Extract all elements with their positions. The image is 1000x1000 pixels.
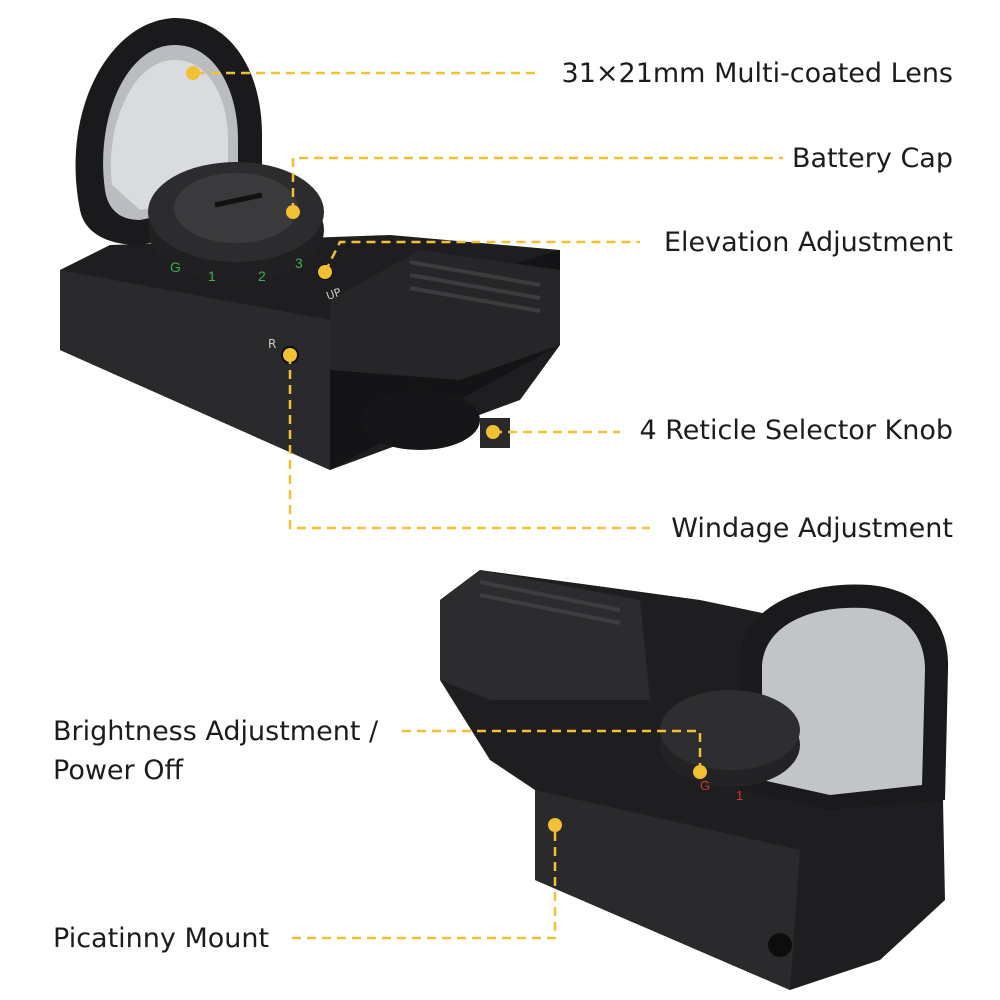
dial-mark: 2 [258,268,266,284]
upper-sight: G 1 2 3 R UP [60,18,560,470]
callout-elevation: Elevation Adjustment [663,227,953,258]
callout-lens: 31×21mm Multi-coated Lens [561,58,953,89]
callout-brightness: Brightness Adjustment / [53,716,379,747]
dial-mark: 3 [295,255,303,271]
callout-power-off: Power Off [53,755,184,786]
callout-picatinny: Picatinny Mount [53,923,270,954]
callout-windage: Windage Adjustment [671,513,953,544]
callout-reticle-selector: 4 Reticle Selector Knob [639,415,953,446]
callout-lines [196,71,783,940]
callout-battery-cap: Battery Cap [791,143,953,174]
lower-sight: G 1 [440,570,949,990]
up-engraving: UP [325,285,344,302]
dial-mark: 1 [208,268,216,284]
dial-mark: G [700,778,710,793]
dial-mark: 1 [736,788,743,803]
dial-mark: G [170,259,181,275]
r-engraving: R [268,337,276,351]
callout-dots [186,66,707,832]
